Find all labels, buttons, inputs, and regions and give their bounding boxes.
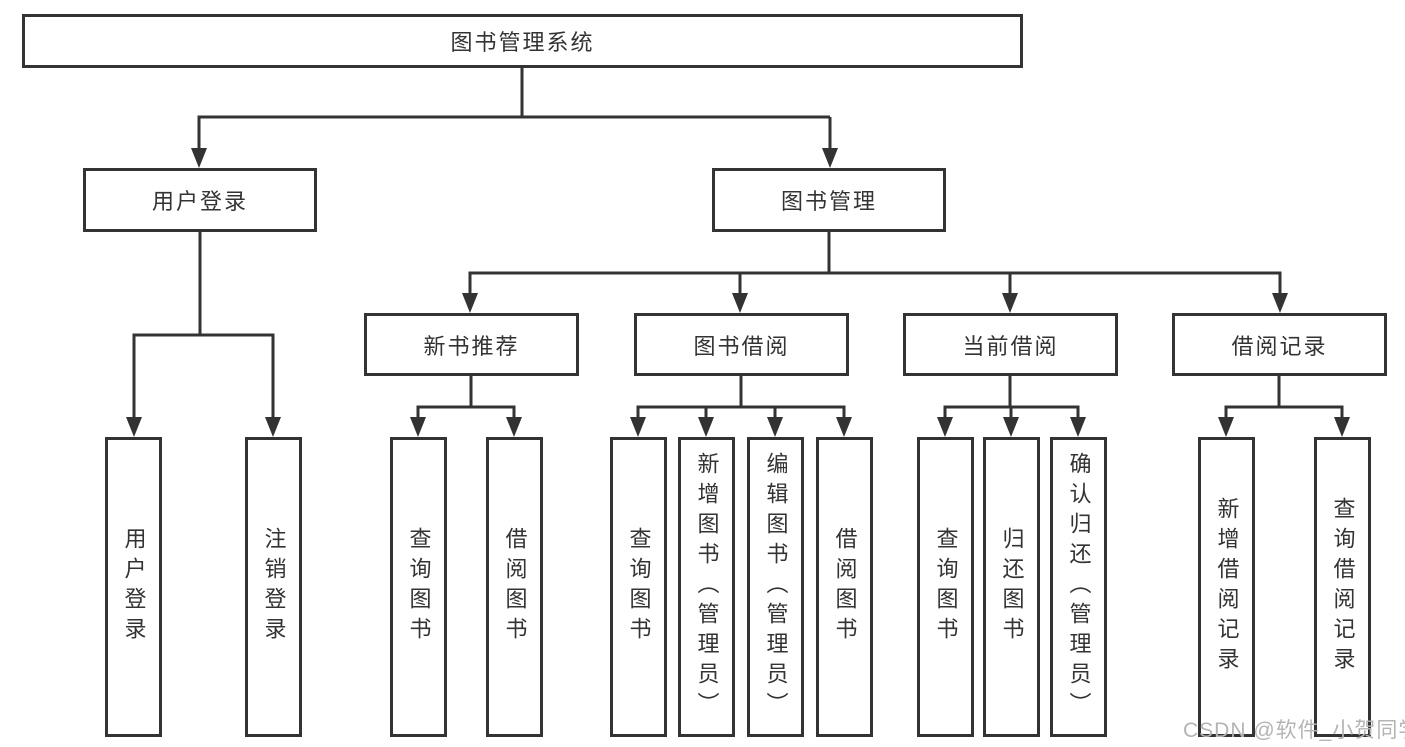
leaf-add-books-admin-label: 新增图书（管理员） <box>694 452 720 722</box>
node-root-label: 图书管理系统 <box>450 30 595 55</box>
leaf-query-books-recommend: 查询图书 <box>390 437 447 737</box>
leaf-return-books-label: 归还图书 <box>999 527 1025 647</box>
node-root: 图书管理系统 <box>22 14 1023 68</box>
node-borrowing-records-label: 借阅记录 <box>1231 333 1328 359</box>
leaf-add-borrowing-record-label: 新增借阅记录 <box>1214 497 1240 677</box>
csdn-watermark: CSDN @软件_小贺同学 <box>1183 719 1405 742</box>
leaf-user-login-label: 用户登录 <box>121 527 147 647</box>
leaf-borrow-books-borrowing-label: 借阅图书 <box>832 527 858 647</box>
node-user-login-label: 用户登录 <box>151 189 248 214</box>
leaf-query-books-borrowing-label: 查询图书 <box>626 527 652 647</box>
leaf-query-books-current-label: 查询图书 <box>933 527 959 647</box>
leaf-return-books: 归还图书 <box>983 437 1040 737</box>
leaf-logout: 注销登录 <box>245 437 302 737</box>
leaf-user-login: 用户登录 <box>105 437 162 737</box>
node-user-login: 用户登录 <box>83 168 317 232</box>
leaf-edit-books-admin: 编辑图书（管理员） <box>747 437 804 737</box>
node-book-borrowing-label: 图书借阅 <box>693 333 790 359</box>
leaf-borrow-books-recommend: 借阅图书 <box>486 437 543 737</box>
node-new-book-recommend: 新书推荐 <box>364 313 579 376</box>
leaf-query-borrowing-record: 查询借阅记录 <box>1314 437 1371 737</box>
leaf-query-books-borrowing: 查询图书 <box>610 437 667 737</box>
leaf-logout-label: 注销登录 <box>261 527 287 647</box>
leaf-query-books-current: 查询图书 <box>917 437 974 737</box>
node-current-borrowing: 当前借阅 <box>903 313 1118 376</box>
node-book-borrowing: 图书借阅 <box>634 313 849 376</box>
node-borrowing-records: 借阅记录 <box>1172 313 1387 376</box>
leaf-query-borrowing-record-label: 查询借阅记录 <box>1330 497 1356 677</box>
leaf-add-books-admin: 新增图书（管理员） <box>678 437 735 737</box>
node-new-book-recommend-label: 新书推荐 <box>423 333 520 359</box>
node-current-borrowing-label: 当前借阅 <box>962 333 1059 359</box>
leaf-confirm-return-admin: 确认归还（管理员） <box>1050 437 1107 737</box>
leaf-query-books-recommend-label: 查询图书 <box>406 527 432 647</box>
leaf-borrow-books-borrowing: 借阅图书 <box>816 437 873 737</box>
leaf-confirm-return-admin-label: 确认归还（管理员） <box>1066 452 1092 722</box>
node-book-management: 图书管理 <box>712 168 946 232</box>
leaf-add-borrowing-record: 新增借阅记录 <box>1198 437 1255 737</box>
leaf-borrow-books-recommend-label: 借阅图书 <box>502 527 528 647</box>
leaf-edit-books-admin-label: 编辑图书（管理员） <box>763 452 789 722</box>
node-book-management-label: 图书管理 <box>780 189 877 214</box>
